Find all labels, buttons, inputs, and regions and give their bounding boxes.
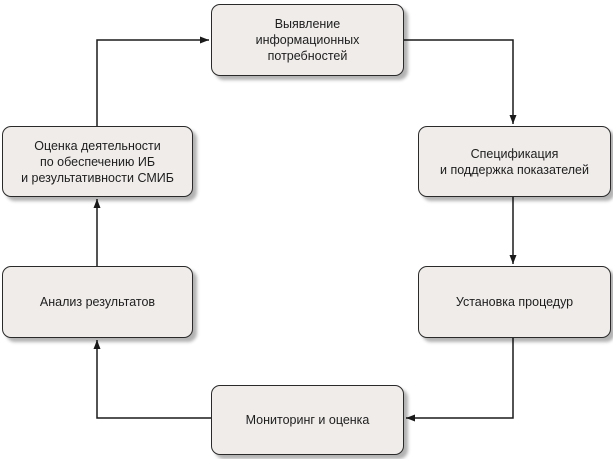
- node-label: Мониторинг и оценка: [245, 413, 370, 427]
- node-monitoring: Мониторинг и оценка: [211, 385, 404, 455]
- node-label: Установка процедур: [455, 295, 574, 309]
- node-label: Спецификация и поддержка показателей: [440, 146, 589, 177]
- node-procedures: Установка процедур: [418, 266, 611, 338]
- node-analysis: Анализ результатов: [2, 266, 193, 338]
- connector-evaluation-to-identify: [96, 36, 209, 126]
- node-label: Выявление информационных потребностей: [255, 17, 360, 63]
- node-specification: Спецификация и поддержка показателей: [418, 126, 611, 197]
- node-label: Анализ результатов: [39, 295, 156, 309]
- connector-procedures-to-monitoring: [406, 338, 514, 422]
- node-label: Оценка деятельности по обеспечению ИБ и …: [21, 138, 174, 185]
- connector-identify-to-specification: [404, 39, 517, 124]
- node-evaluation: Оценка деятельности по обеспечению ИБ и …: [2, 126, 193, 197]
- node-identify-needs: Выявление информационных потребностей: [211, 4, 404, 76]
- connector-monitoring-to-analysis: [93, 340, 211, 419]
